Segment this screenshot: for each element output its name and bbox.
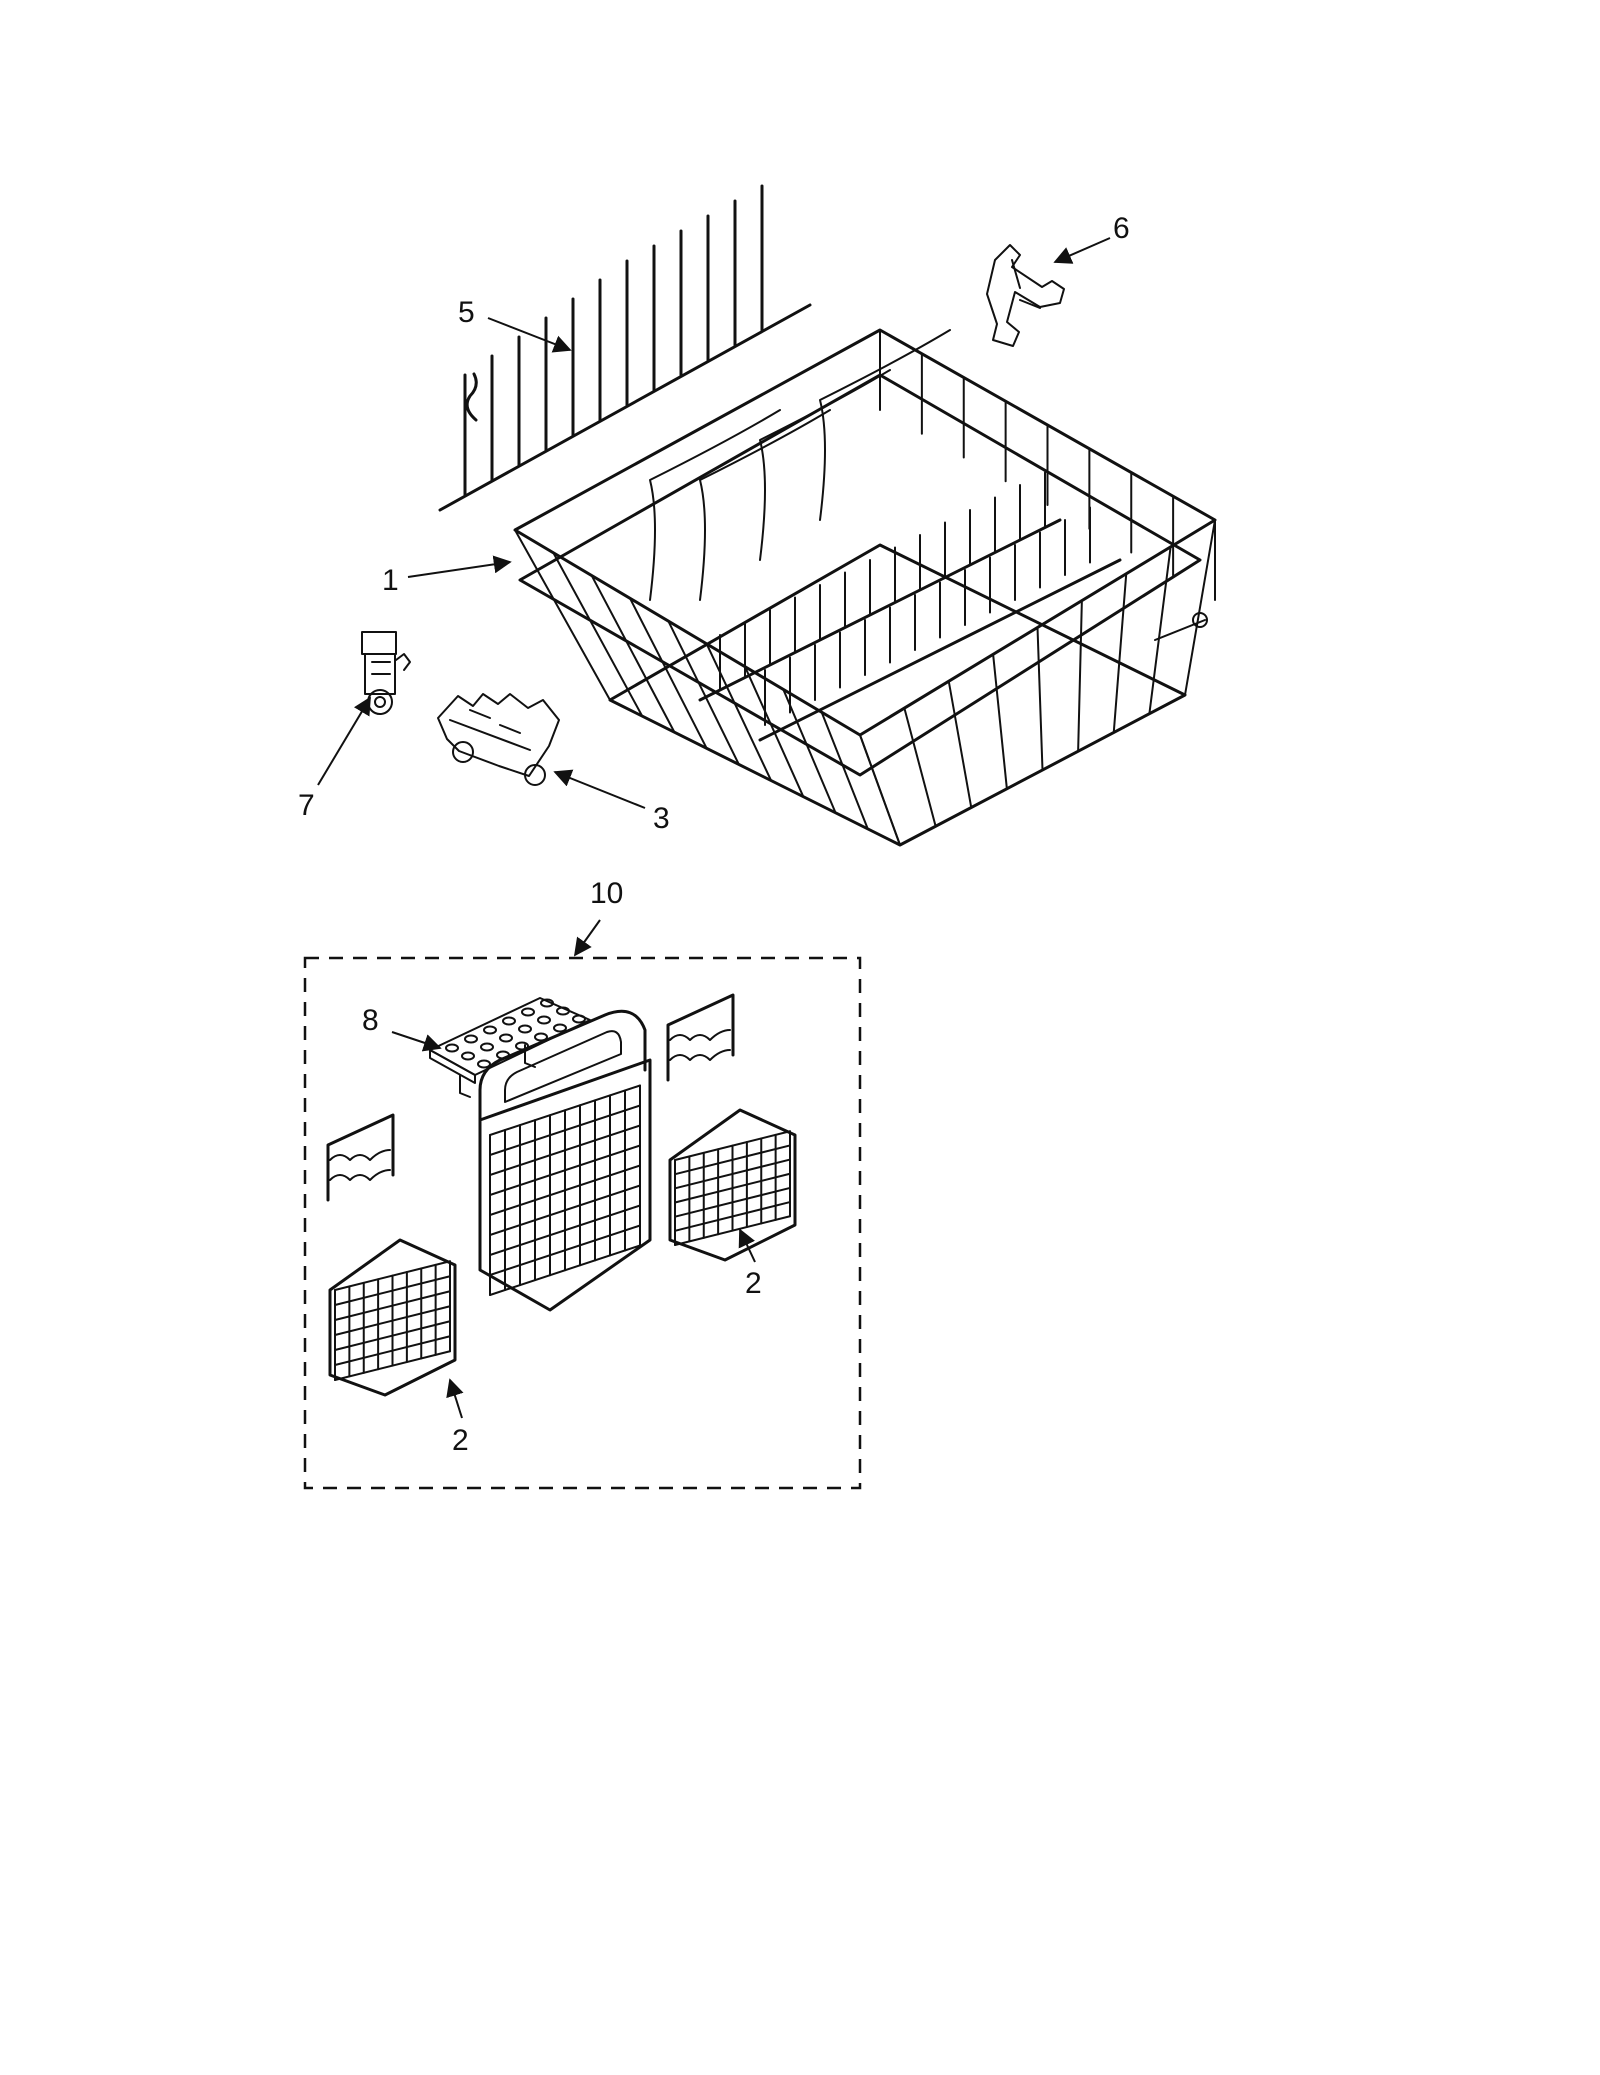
lower-rack-part — [513, 328, 1217, 847]
kit-boundary — [303, 956, 862, 1490]
callout-10: 10 — [590, 877, 623, 910]
callout-8: 8 — [362, 1004, 379, 1037]
callout-2-left: 2 — [452, 1424, 469, 1457]
left-basket-part — [326, 1113, 457, 1397]
callout-1: 1 — [382, 564, 399, 597]
rack-verticals — [514, 329, 1216, 846]
right-basket-part — [666, 993, 797, 1262]
center-basket-grid — [489, 1084, 641, 1296]
callout-5: 5 — [458, 296, 475, 329]
tines — [463, 184, 764, 497]
left-basket-grid — [334, 1260, 451, 1381]
shelf-part — [429, 997, 591, 1098]
right-basket-grid — [674, 1130, 791, 1246]
leader-lines — [317, 237, 1111, 1419]
silverware-basket-center — [478, 1009, 652, 1312]
tine-row-part — [438, 184, 812, 512]
callout-2-right: 2 — [745, 1267, 762, 1300]
rack-runners — [698, 471, 1122, 742]
roller-clip-part — [361, 631, 411, 715]
callout-6: 6 — [1113, 212, 1130, 245]
callout-7: 7 — [298, 789, 315, 822]
wheel-carrier-part — [437, 693, 560, 786]
callout-3: 3 — [653, 802, 670, 835]
clip-part — [986, 244, 1065, 347]
